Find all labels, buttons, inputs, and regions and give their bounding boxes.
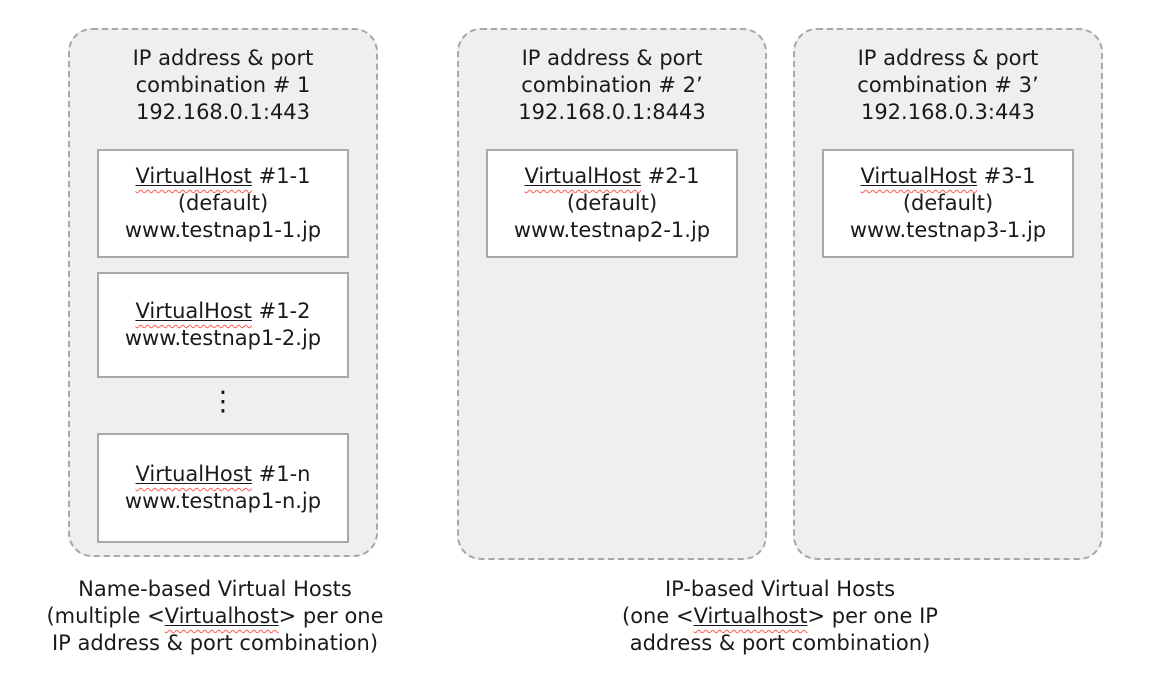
virtualhost-box-1-1-name: VirtualHost #1-1: [99, 163, 347, 190]
name-based-caption-line2-pre: (multiple <: [46, 604, 165, 628]
domain-label: www.testnap2-1.jp: [513, 218, 711, 242]
virtualhost-number: #1-1: [251, 164, 311, 188]
virtualhost-word: Virtualhost: [693, 604, 808, 628]
group-2-title-ip: 192.168.0.1:8443: [518, 100, 706, 124]
domain-label: www.testnap1-n.jp: [124, 489, 322, 513]
virtualhost-box-1-1: VirtualHost #1-1 (default) www.testnap1-…: [97, 149, 349, 258]
virtualhost-number: #1-2: [251, 299, 311, 323]
default-label: (default): [902, 191, 994, 215]
group-1-title: IP address & port combination # 1 192.16…: [70, 45, 376, 126]
default-label: (default): [566, 191, 658, 215]
virtualhost-box-1-2: VirtualHost #1-2 www.testnap1-2.jp: [97, 272, 349, 378]
domain-label: www.testnap1-2.jp: [124, 326, 322, 350]
virtualhost-word: VirtualHost: [135, 299, 252, 323]
name-based-caption: Name-based Virtual Hosts (multiple <Virt…: [5, 576, 425, 657]
ip-based-caption-line2-post: > per one IP: [807, 604, 938, 628]
ip-port-group-1: IP address & port combination # 1 192.16…: [68, 28, 378, 557]
group-2-title-line1: IP address & port: [521, 46, 703, 70]
virtualhost-box-1-2-name: VirtualHost #1-2: [99, 298, 347, 325]
domain-label: www.testnap3-1.jp: [849, 218, 1047, 242]
group-3-title: IP address & port combination # 3’ 192.1…: [795, 45, 1101, 126]
group-1-title-line1: IP address & port: [132, 46, 314, 70]
group-1-title-ip: 192.168.0.1:443: [135, 100, 311, 124]
virtualhost-word: VirtualHost: [135, 462, 252, 486]
default-label: (default): [177, 191, 269, 215]
ip-based-caption-line2-pre: (one <: [622, 604, 694, 628]
name-based-caption-line2-post: > per one: [278, 604, 384, 628]
virtualhost-box-3-1: VirtualHost #3-1 (default) www.testnap3-…: [822, 149, 1074, 258]
group-2-title-line2: combination # 2’: [521, 73, 703, 97]
virtualhost-box-3-1-name: VirtualHost #3-1: [824, 163, 1072, 190]
virtualhost-number: #2-1: [640, 164, 700, 188]
ip-based-caption-line3: address & port combination): [629, 631, 931, 655]
virtualhost-box-2-1-name: VirtualHost #2-1: [488, 163, 736, 190]
virtualhost-box-2-1: VirtualHost #2-1 (default) www.testnap2-…: [486, 149, 738, 258]
virtualhost-box-1-n: VirtualHost #1-n www.testnap1-n.jp: [97, 433, 349, 543]
virtualhost-word: Virtualhost: [164, 604, 279, 628]
virtualhost-number: #1-n: [251, 462, 311, 486]
ip-based-caption-line1: IP-based Virtual Hosts: [664, 577, 896, 601]
ip-based-caption: IP-based Virtual Hosts (one <Virtualhost…: [570, 576, 990, 657]
domain-label: www.testnap1-1.jp: [124, 218, 322, 242]
name-based-caption-line1: Name-based Virtual Hosts: [78, 577, 352, 601]
group-3-title-line2: combination # 3’: [857, 73, 1039, 97]
group-1-title-line2: combination # 1: [135, 73, 311, 97]
virtualhost-word: VirtualHost: [860, 164, 977, 188]
virtualhost-word: VirtualHost: [135, 164, 252, 188]
group-3-title-line1: IP address & port: [857, 46, 1039, 70]
vertical-ellipsis: ⋮: [209, 386, 237, 417]
group-3-title-ip: 192.168.0.3:443: [860, 100, 1036, 124]
ip-port-group-2: IP address & port combination # 2’ 192.1…: [457, 28, 767, 560]
group-2-title: IP address & port combination # 2’ 192.1…: [459, 45, 765, 126]
virtualhost-box-1-n-name: VirtualHost #1-n: [99, 461, 347, 488]
name-based-caption-line3: IP address & port combination): [51, 631, 379, 655]
ip-port-group-3: IP address & port combination # 3’ 192.1…: [793, 28, 1103, 560]
virtualhost-word: VirtualHost: [524, 164, 641, 188]
virtualhost-number: #3-1: [976, 164, 1036, 188]
